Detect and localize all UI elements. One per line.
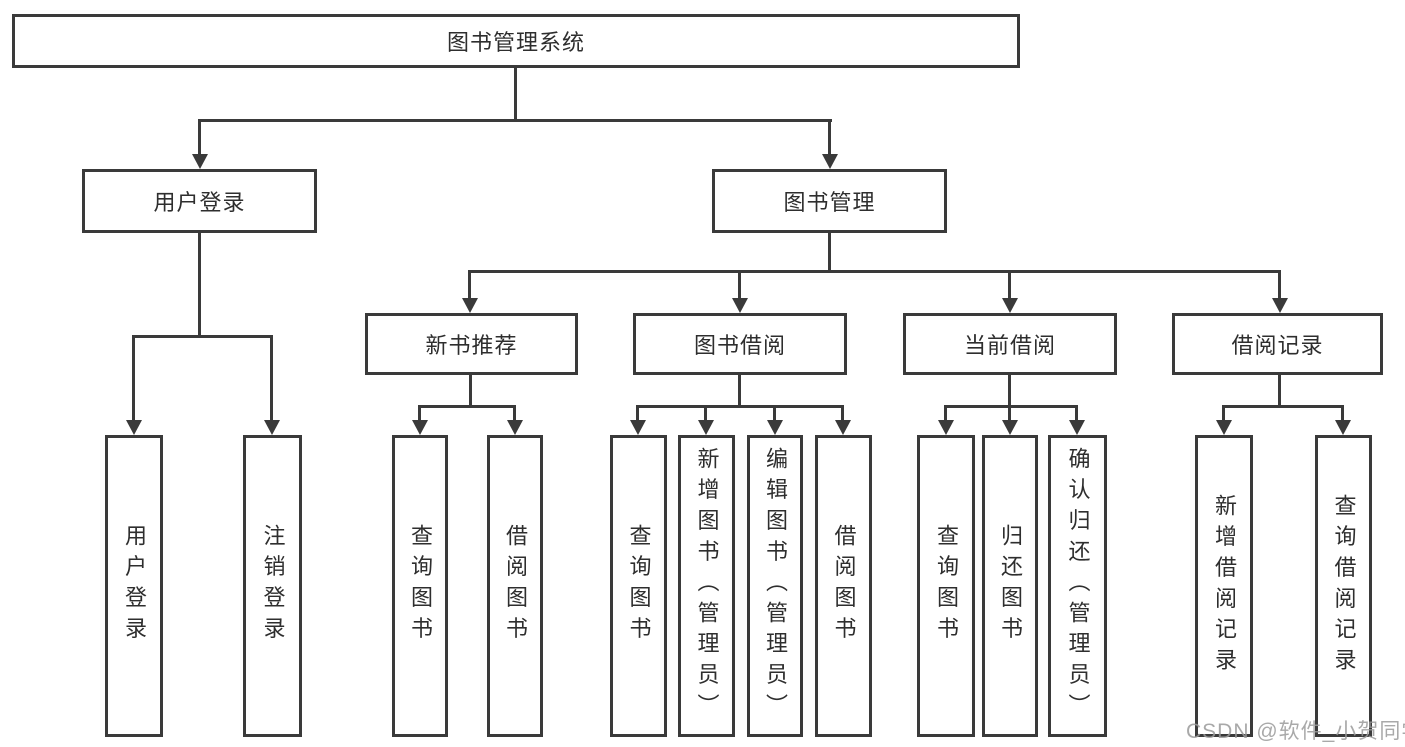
connector-drop-query-borrowing-record: [1341, 405, 1344, 422]
node-logout: 注销登录: [243, 435, 302, 737]
node-add-book-admin: 新增图书（管理员）: [678, 435, 735, 737]
connector-drop-book-management: [828, 119, 831, 157]
arrowhead-user-login: [192, 154, 208, 169]
node-user-login: 用户登录: [82, 169, 317, 233]
arrowhead-query-books-c: [938, 420, 954, 435]
node-root: 图书管理系统: [12, 14, 1020, 68]
node-book-borrowing: 图书借阅: [633, 313, 847, 375]
connector-drop-current-borrowing: [1008, 270, 1011, 300]
node-return-books: 归还图书: [982, 435, 1038, 737]
arrowhead-borrow-books-b: [835, 420, 851, 435]
node-query-books-b: 查询图书: [610, 435, 667, 737]
connector-root-stem: [514, 68, 517, 122]
node-borrowing-records: 借阅记录: [1172, 313, 1383, 375]
node-borrow-books-a: 借阅图书: [487, 435, 543, 737]
connector-drop-query-books-a: [418, 405, 421, 422]
connector-drop-confirm-return-admin: [1075, 405, 1078, 422]
connector-user-login-hbar: [132, 335, 273, 338]
connector-new-book-recommendation-stem: [469, 375, 472, 408]
connector-book-borrowing-hbar: [636, 405, 844, 408]
arrowhead-current-borrowing: [1002, 298, 1018, 313]
arrowhead-query-borrowing-record: [1335, 420, 1351, 435]
node-login: 用户登录: [105, 435, 163, 737]
node-borrowing-records-label: 借阅记录: [1231, 333, 1324, 358]
arrowhead-borrowing-records: [1272, 298, 1288, 313]
node-return-books-label: 归还图书: [998, 524, 1023, 648]
connector-drop-add-book-admin: [704, 405, 707, 422]
arrowhead-borrow-books-a: [507, 420, 523, 435]
arrowhead-new-book-recommendation: [462, 298, 478, 313]
node-book-management: 图书管理: [712, 169, 947, 233]
node-query-books-a-label: 查询图书: [408, 524, 433, 648]
connector-drop-borrow-books-b: [841, 405, 844, 422]
node-logout-label: 注销登录: [260, 524, 286, 648]
arrowhead-edit-book-admin: [767, 420, 783, 435]
arrowhead-book-management: [822, 154, 838, 169]
node-add-borrowing-record: 新增借阅记录: [1195, 435, 1253, 737]
connector-book-management-stem: [828, 233, 831, 273]
connector-user-login-stem: [198, 233, 201, 337]
node-root-label: 图书管理系统: [446, 30, 585, 55]
arrowhead-add-borrowing-record: [1216, 420, 1232, 435]
node-query-books-a: 查询图书: [392, 435, 448, 737]
node-add-book-admin-label: 新增图书（管理员）: [694, 447, 720, 725]
connector-drop-borrowing-records: [1278, 270, 1281, 300]
node-query-books-b-label: 查询图书: [626, 524, 652, 648]
connector-drop-return-books: [1008, 405, 1011, 422]
node-current-borrowing: 当前借阅: [903, 313, 1117, 375]
node-new-book-recommendation: 新书推荐: [365, 313, 578, 375]
node-current-borrowing-label: 当前借阅: [963, 333, 1056, 358]
arrowhead-logout: [264, 420, 280, 435]
node-borrow-books-a-label: 借阅图书: [503, 524, 528, 648]
connector-current-borrowing-stem: [1008, 375, 1011, 408]
arrowhead-login: [126, 420, 142, 435]
node-borrow-books-b-label: 借阅图书: [831, 524, 857, 648]
arrowhead-query-books-a: [412, 420, 428, 435]
arrowhead-confirm-return-admin: [1069, 420, 1085, 435]
connector-drop-query-books-c: [944, 405, 947, 422]
connector-drop-user-login: [198, 119, 201, 157]
connector-drop-book-borrowing: [738, 270, 741, 300]
connector-current-borrowing-hbar: [944, 405, 1078, 408]
node-new-book-recommendation-label: 新书推荐: [425, 333, 518, 358]
csdn-watermark: CSDN @软件_小贺同学: [1186, 720, 1405, 743]
node-confirm-return-admin-label: 确认归还（管理员）: [1065, 447, 1091, 725]
connector-drop-borrow-books-a: [513, 405, 516, 422]
node-query-books-c-label: 查询图书: [934, 524, 959, 648]
node-query-borrowing-record: 查询借阅记录: [1315, 435, 1372, 737]
node-query-borrowing-record-label: 查询借阅记录: [1331, 493, 1357, 679]
arrowhead-return-books: [1002, 420, 1018, 435]
node-book-management-label: 图书管理: [783, 190, 876, 215]
node-login-label: 用户登录: [122, 524, 147, 648]
node-add-borrowing-record-label: 新增借阅记录: [1212, 493, 1237, 679]
connector-drop-login: [132, 335, 135, 423]
connector-book-borrowing-stem: [738, 375, 741, 408]
arrowhead-book-borrowing: [732, 298, 748, 313]
node-borrow-books-b: 借阅图书: [815, 435, 872, 737]
node-query-books-c: 查询图书: [917, 435, 975, 737]
connector-drop-query-books-b: [636, 405, 639, 422]
connector-drop-logout: [270, 335, 273, 423]
connector-drop-add-borrowing-record: [1222, 405, 1225, 422]
connector-new-book-recommendation-hbar: [418, 405, 516, 408]
node-user-login-label: 用户登录: [153, 190, 246, 215]
connector-drop-new-book-recommendation: [468, 270, 471, 300]
connector-book-management-hbar: [468, 270, 1281, 273]
connector-borrowing-records-stem: [1278, 375, 1281, 408]
node-book-borrowing-label: 图书借阅: [693, 333, 786, 358]
arrowhead-add-book-admin: [698, 420, 714, 435]
arrowhead-query-books-b: [630, 420, 646, 435]
connector-drop-edit-book-admin: [773, 405, 776, 422]
node-edit-book-admin-label: 编辑图书（管理员）: [763, 447, 788, 725]
node-edit-book-admin: 编辑图书（管理员）: [747, 435, 803, 737]
connector-root-hbar: [198, 119, 832, 122]
node-confirm-return-admin: 确认归还（管理员）: [1048, 435, 1107, 737]
connector-borrowing-records-hbar: [1222, 405, 1344, 408]
